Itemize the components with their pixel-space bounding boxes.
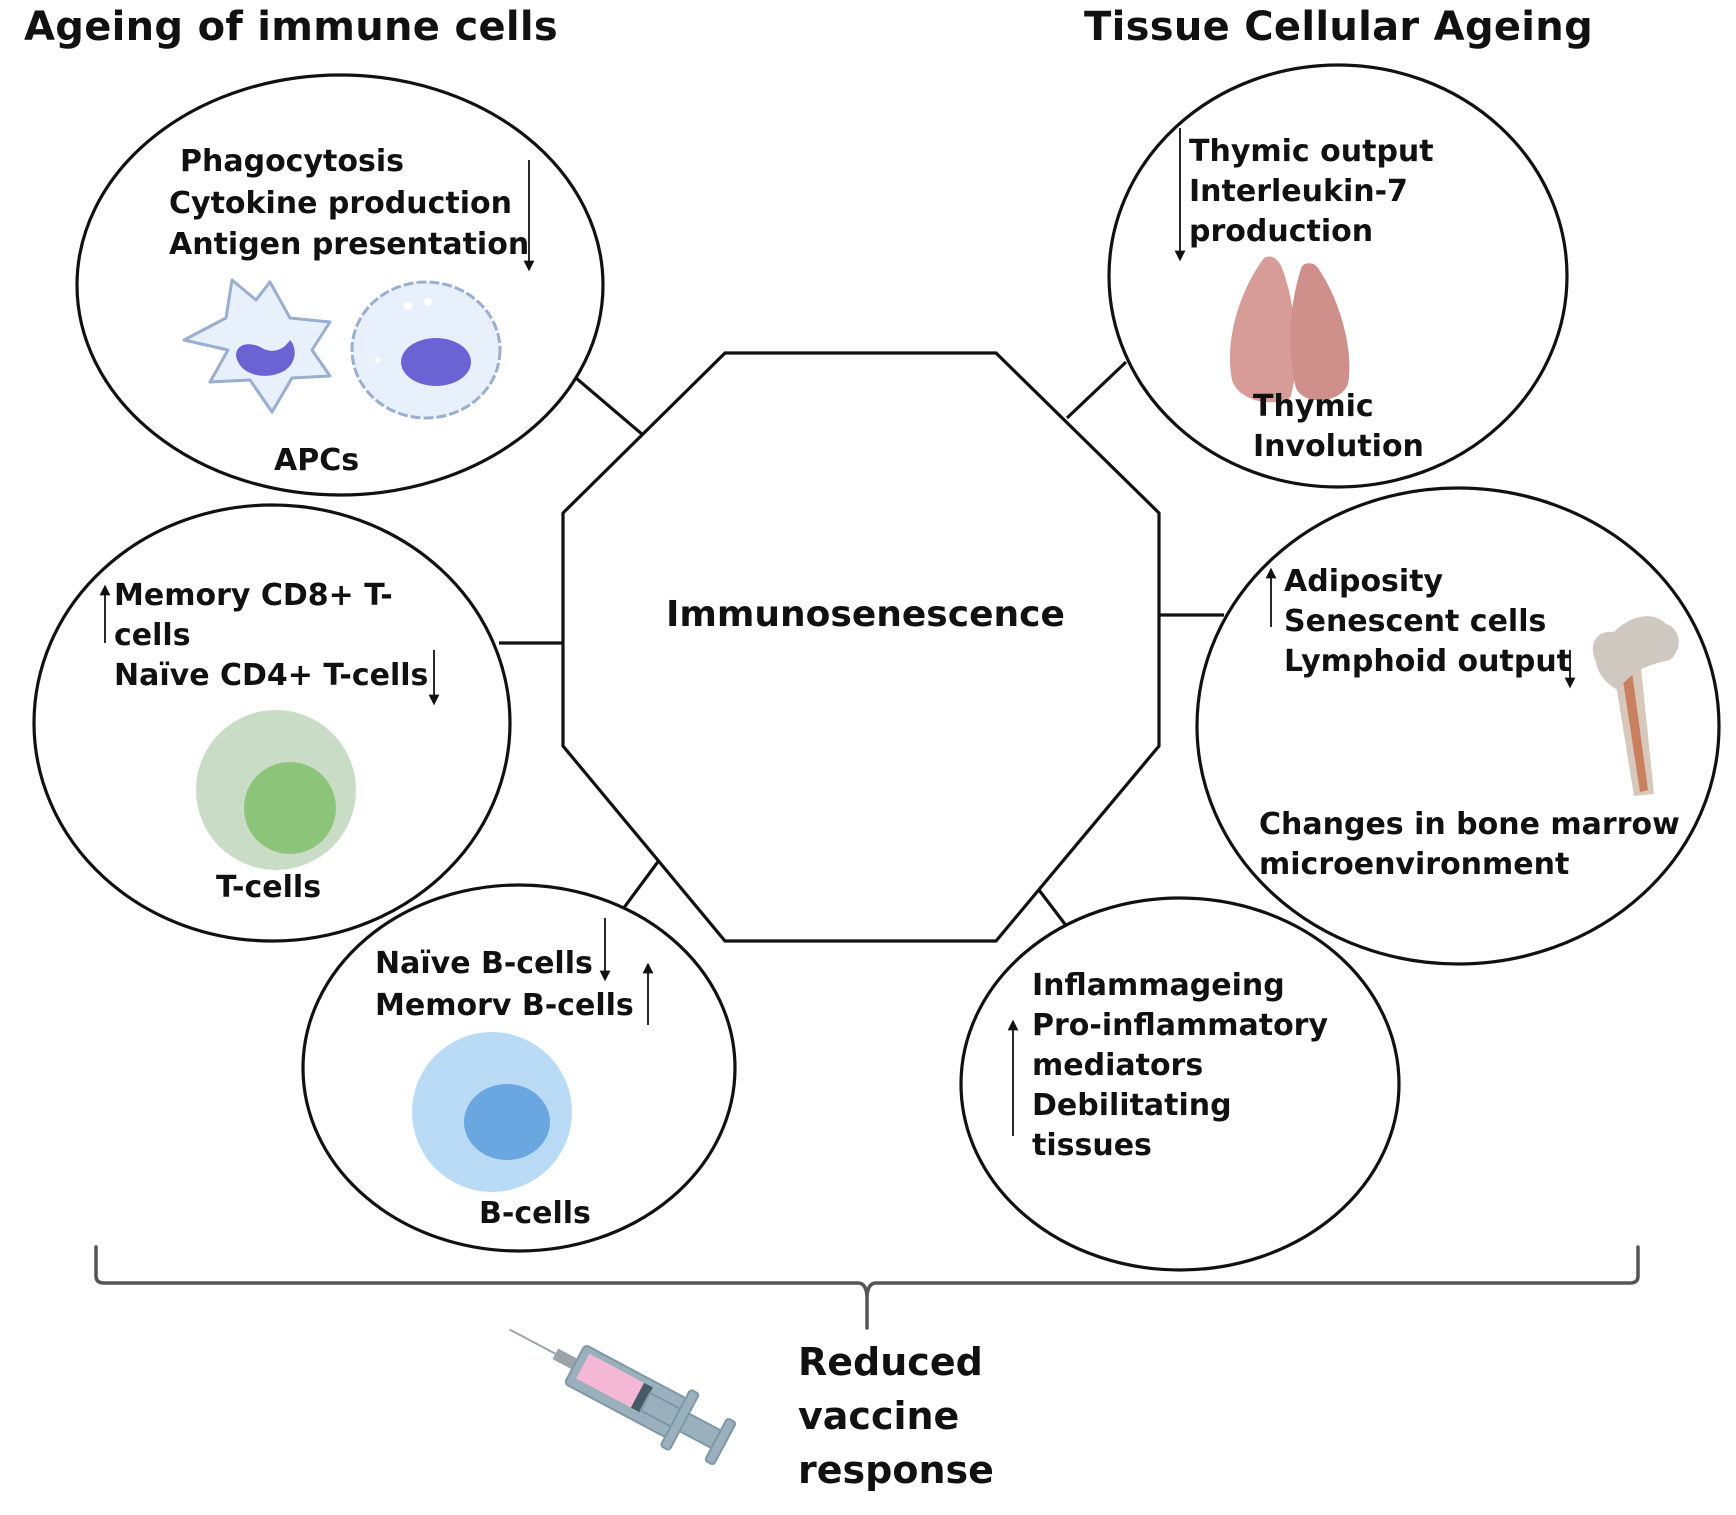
- center-label: Immunosenescence: [666, 594, 1065, 635]
- tcells-label: T-cells: [216, 870, 322, 905]
- outcome-line: vaccine: [798, 1394, 960, 1438]
- inflammageing-line: Inflammageing: [1032, 968, 1285, 1003]
- b-cell-icon: [412, 1032, 572, 1192]
- thymus-line: production: [1189, 214, 1374, 249]
- outcome-line: response: [798, 1448, 994, 1492]
- thymus-node-outline: [1107, 63, 1569, 489]
- thymus-label: Thymic: [1253, 389, 1374, 424]
- dendritic-cell-icon: [182, 278, 332, 414]
- section-title-immune-cells: Ageing of immune cells: [24, 4, 559, 50]
- thymus-line: Thymic output: [1189, 134, 1434, 169]
- tcells-line: Memory CD8+ T-: [114, 578, 393, 613]
- bone-marrow-node-outline: [1195, 486, 1721, 966]
- inflammageing-line: tissues: [1032, 1128, 1152, 1163]
- t-cell-icon: [196, 710, 356, 870]
- apc-line: Antigen presentation: [169, 227, 530, 262]
- macrophage-cell-icon: [350, 280, 502, 420]
- bone-marrow-label: Changes in bone marrow: [1259, 807, 1680, 842]
- outcome-line: Reduced: [798, 1340, 983, 1384]
- inflammageing-line: mediators: [1032, 1048, 1204, 1083]
- bone-marrow-line: Senescent cells: [1284, 604, 1547, 639]
- section-title-tissue-ageing: Tissue Cellular Ageing: [1084, 4, 1594, 50]
- bone-marrow-line: Adiposity: [1284, 564, 1444, 599]
- syringe-icon: [508, 1328, 737, 1466]
- inflammageing-node-outline: [959, 896, 1401, 1272]
- apc-line: Cytokine production: [169, 186, 512, 221]
- bone-marrow-femur-icon: [1592, 616, 1679, 796]
- bone-marrow-line: Lymphoid output: [1284, 644, 1572, 679]
- tcells-line: Naïve CD4+ T-cells: [114, 658, 429, 693]
- bcells-label: B-cells: [479, 1196, 591, 1231]
- inflammageing-line: Debilitating: [1032, 1088, 1232, 1123]
- tcells-line: cells: [114, 618, 191, 653]
- immunosenescence-octagon: [561, 351, 1161, 943]
- connector-apc: [574, 376, 645, 437]
- connector-thymus: [1065, 360, 1128, 420]
- summary-brace: [94, 1245, 1640, 1330]
- thymus-organ-icon: [1229, 256, 1350, 403]
- bone-marrow-label: microenvironment: [1259, 847, 1570, 882]
- apc-line: Phagocytosis: [180, 144, 404, 179]
- apc-node-outline: [75, 73, 605, 497]
- thymus-line: Interleukin-7: [1189, 174, 1408, 209]
- bcells-line: Naïve B-cells: [375, 946, 593, 981]
- bcells-line: Memorv B-cells: [375, 988, 634, 1023]
- thymus-label: Involution: [1253, 429, 1424, 464]
- inflammageing-line: Pro-inflammatory: [1032, 1008, 1329, 1043]
- apc-label: APCs: [274, 443, 360, 478]
